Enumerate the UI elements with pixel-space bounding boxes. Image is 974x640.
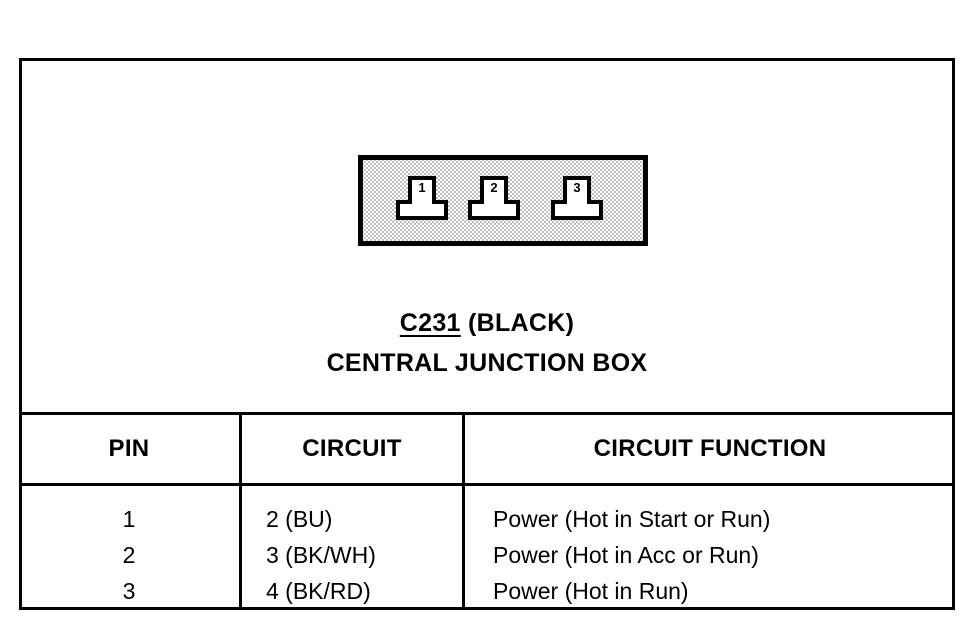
table-body-row: 1 2 3 2 (BU) 3 (BK/WH) 4 (BK/RD)	[19, 484, 956, 611]
connector-caption: C231 (BLACK) CENTRAL JUNCTION BOX	[22, 309, 952, 378]
diagram-frame: 1 2 3 C231 (BLACK)	[19, 58, 955, 610]
table-row: 3	[122, 578, 136, 604]
cavity-seam	[412, 198, 432, 204]
connector-component-name: CENTRAL JUNCTION BOX	[326, 349, 648, 377]
pinout-table: PIN CIRCUIT CIRCUIT FUNCTION 1 2 3	[19, 412, 955, 610]
table-row: Power (Hot in Run)	[493, 578, 689, 604]
column-header-function: CIRCUIT FUNCTION	[463, 415, 955, 486]
table-header-row: PIN CIRCUIT CIRCUIT FUNCTION	[19, 415, 955, 486]
connector-illustration: 1 2 3	[22, 61, 952, 411]
table-row: 1	[122, 506, 136, 532]
column-header-circuit: CIRCUIT	[240, 415, 465, 486]
cavity-seam	[484, 198, 504, 204]
connector-color: (BLACK)	[467, 309, 575, 337]
cavity-number-3: 3	[573, 180, 581, 195]
table-row: Power (Hot in Acc or Run)	[493, 542, 759, 568]
column-header-pin: PIN	[19, 415, 242, 486]
function-column: Power (Hot in Start or Run) Power (Hot i…	[464, 485, 956, 611]
pin-cavity-3: 3	[551, 176, 603, 220]
circuit-column: 2 (BU) 3 (BK/WH) 4 (BK/RD)	[240, 484, 465, 610]
table-row: 2 (BU)	[266, 506, 333, 532]
connector-code: C231	[399, 309, 461, 337]
table-row: 2	[122, 542, 136, 568]
connector-housing: 1 2 3	[358, 155, 648, 246]
table-row: Power (Hot in Start or Run)	[493, 506, 771, 532]
pin-column: 1 2 3	[19, 484, 242, 610]
pin-cavity-2: 2	[468, 176, 520, 220]
cavity-number-1: 1	[418, 180, 426, 195]
pin-cavity-1: 1	[396, 176, 448, 220]
cavity-seam	[567, 198, 587, 204]
table-row: 4 (BK/RD)	[266, 578, 371, 604]
connector-id-line: C231 (BLACK)	[22, 309, 952, 338]
cavity-number-2: 2	[490, 180, 498, 195]
table-row: 3 (BK/WH)	[266, 542, 376, 568]
